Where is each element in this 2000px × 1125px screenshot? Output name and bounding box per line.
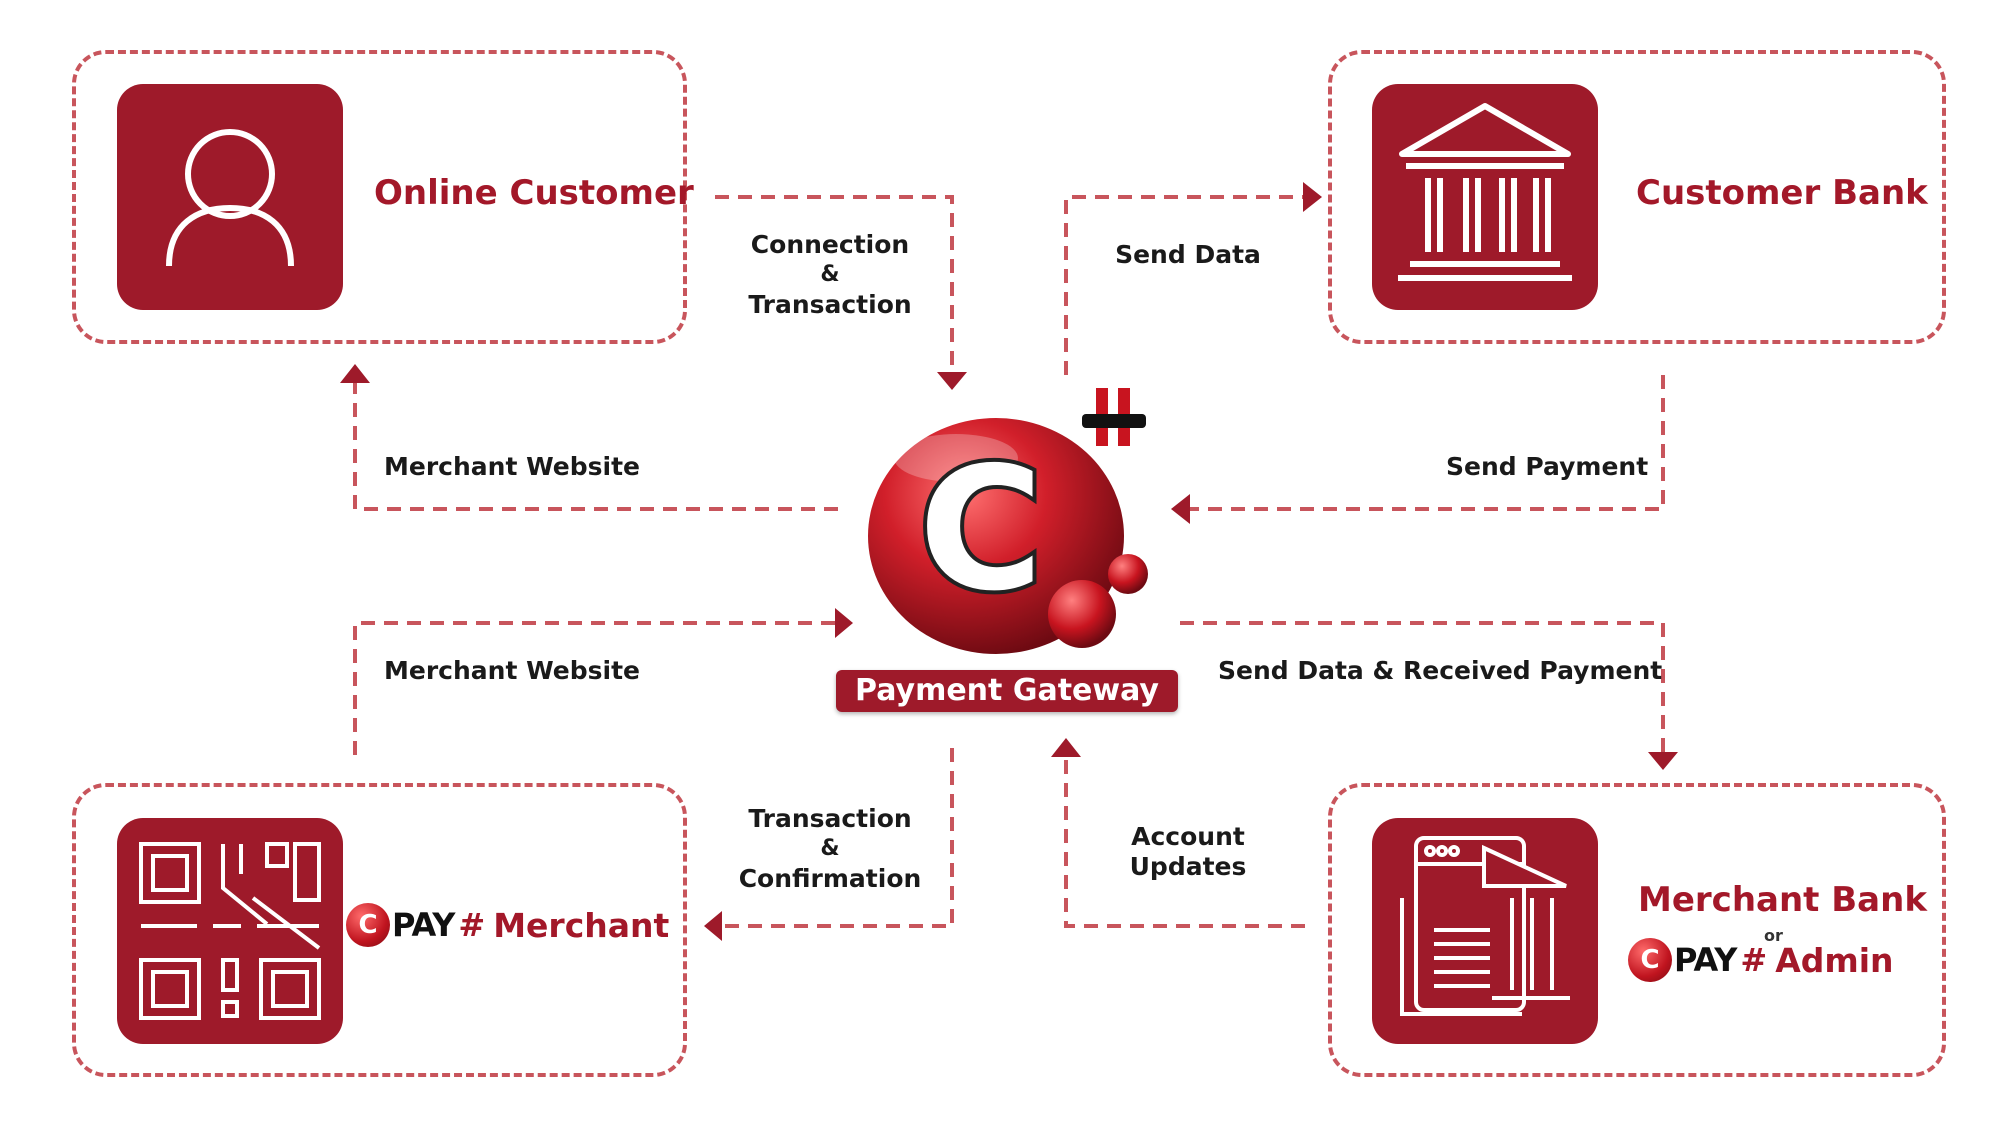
- arrowhead-down-gateway: [937, 372, 967, 390]
- edge-merchant-website-top: [353, 375, 838, 511]
- label-account-updates: Account Updates: [1129, 822, 1247, 881]
- admin-brand-pay: PAY: [1674, 941, 1737, 979]
- arrowhead-right-customer-bank: [1303, 182, 1322, 212]
- merchant-tile: [117, 818, 343, 1044]
- label-connection-transaction: Connection & Transaction: [748, 230, 912, 319]
- label-merchant-website-bottom: Merchant Website: [384, 656, 640, 685]
- arrowhead-left-gateway: [1171, 494, 1190, 524]
- edge-send-data: [1064, 195, 1305, 375]
- edge-account-updates: [1064, 752, 1305, 928]
- merchant-bank-tile: [1372, 818, 1598, 1044]
- merchant-bank-box: [1328, 783, 1946, 1077]
- merchant-brand-pay: PAY: [392, 906, 455, 944]
- arrowhead-up-online-customer: [340, 364, 370, 383]
- online-customer-box: [72, 50, 687, 344]
- edge-send-payment: [1185, 375, 1665, 511]
- merchant-bank-title: Merchant Bank: [1638, 880, 1927, 920]
- edge-merchant-website-bottom: [353, 621, 840, 755]
- qr-code-icon: [139, 842, 321, 1020]
- arrowhead-down-merchant-bank: [1648, 752, 1678, 770]
- customer-bank-tile: [1372, 84, 1598, 310]
- arrowhead-up-gateway: [1051, 738, 1081, 757]
- merchant-bank-or: or: [1764, 926, 1783, 945]
- label-send-data-received-payment: Send Data & Received Payment: [1218, 656, 1663, 685]
- merchant-brand-hash: #: [458, 906, 486, 944]
- online-customer-tile: [117, 84, 343, 310]
- edge-connection-transaction: [715, 195, 954, 372]
- merchant-title: Merchant: [493, 905, 670, 945]
- arrowhead-right-gateway: [835, 608, 853, 638]
- online-customer-title: Online Customer: [374, 173, 694, 213]
- customer-bank-box: [1328, 50, 1946, 344]
- bank-website-icon: [1400, 836, 1570, 1016]
- edge-transaction-confirmation: [718, 748, 954, 928]
- admin-brand: C PAY # Admin: [1628, 938, 1894, 982]
- label-send-data: Send Data: [1115, 240, 1261, 269]
- user-icon: [166, 129, 294, 267]
- label-merchant-website-top: Merchant Website: [384, 452, 640, 481]
- payment-gateway-label: Payment Gateway: [836, 670, 1178, 712]
- cpay-logo-icon: C: [868, 388, 1148, 654]
- label-send-payment: Send Payment: [1446, 452, 1649, 481]
- cpay-c-icon: C: [346, 903, 390, 947]
- logo-hash-mark: [1082, 388, 1146, 446]
- admin-title: Admin: [1775, 940, 1894, 980]
- arrowhead-left-merchant: [704, 911, 722, 941]
- cpay-c-icon: C: [1628, 938, 1672, 982]
- bank-icon: [1398, 103, 1572, 281]
- label-transaction-confirmation: Transaction & Confirmation: [738, 804, 922, 893]
- edge-send-data-received-payment: [1180, 621, 1665, 752]
- merchant-box: [72, 783, 687, 1077]
- merchant-brand: C PAY # Merchant: [346, 903, 669, 947]
- logo-letter: C: [919, 431, 1044, 629]
- admin-brand-hash: #: [1740, 941, 1768, 979]
- customer-bank-title: Customer Bank: [1636, 173, 1928, 213]
